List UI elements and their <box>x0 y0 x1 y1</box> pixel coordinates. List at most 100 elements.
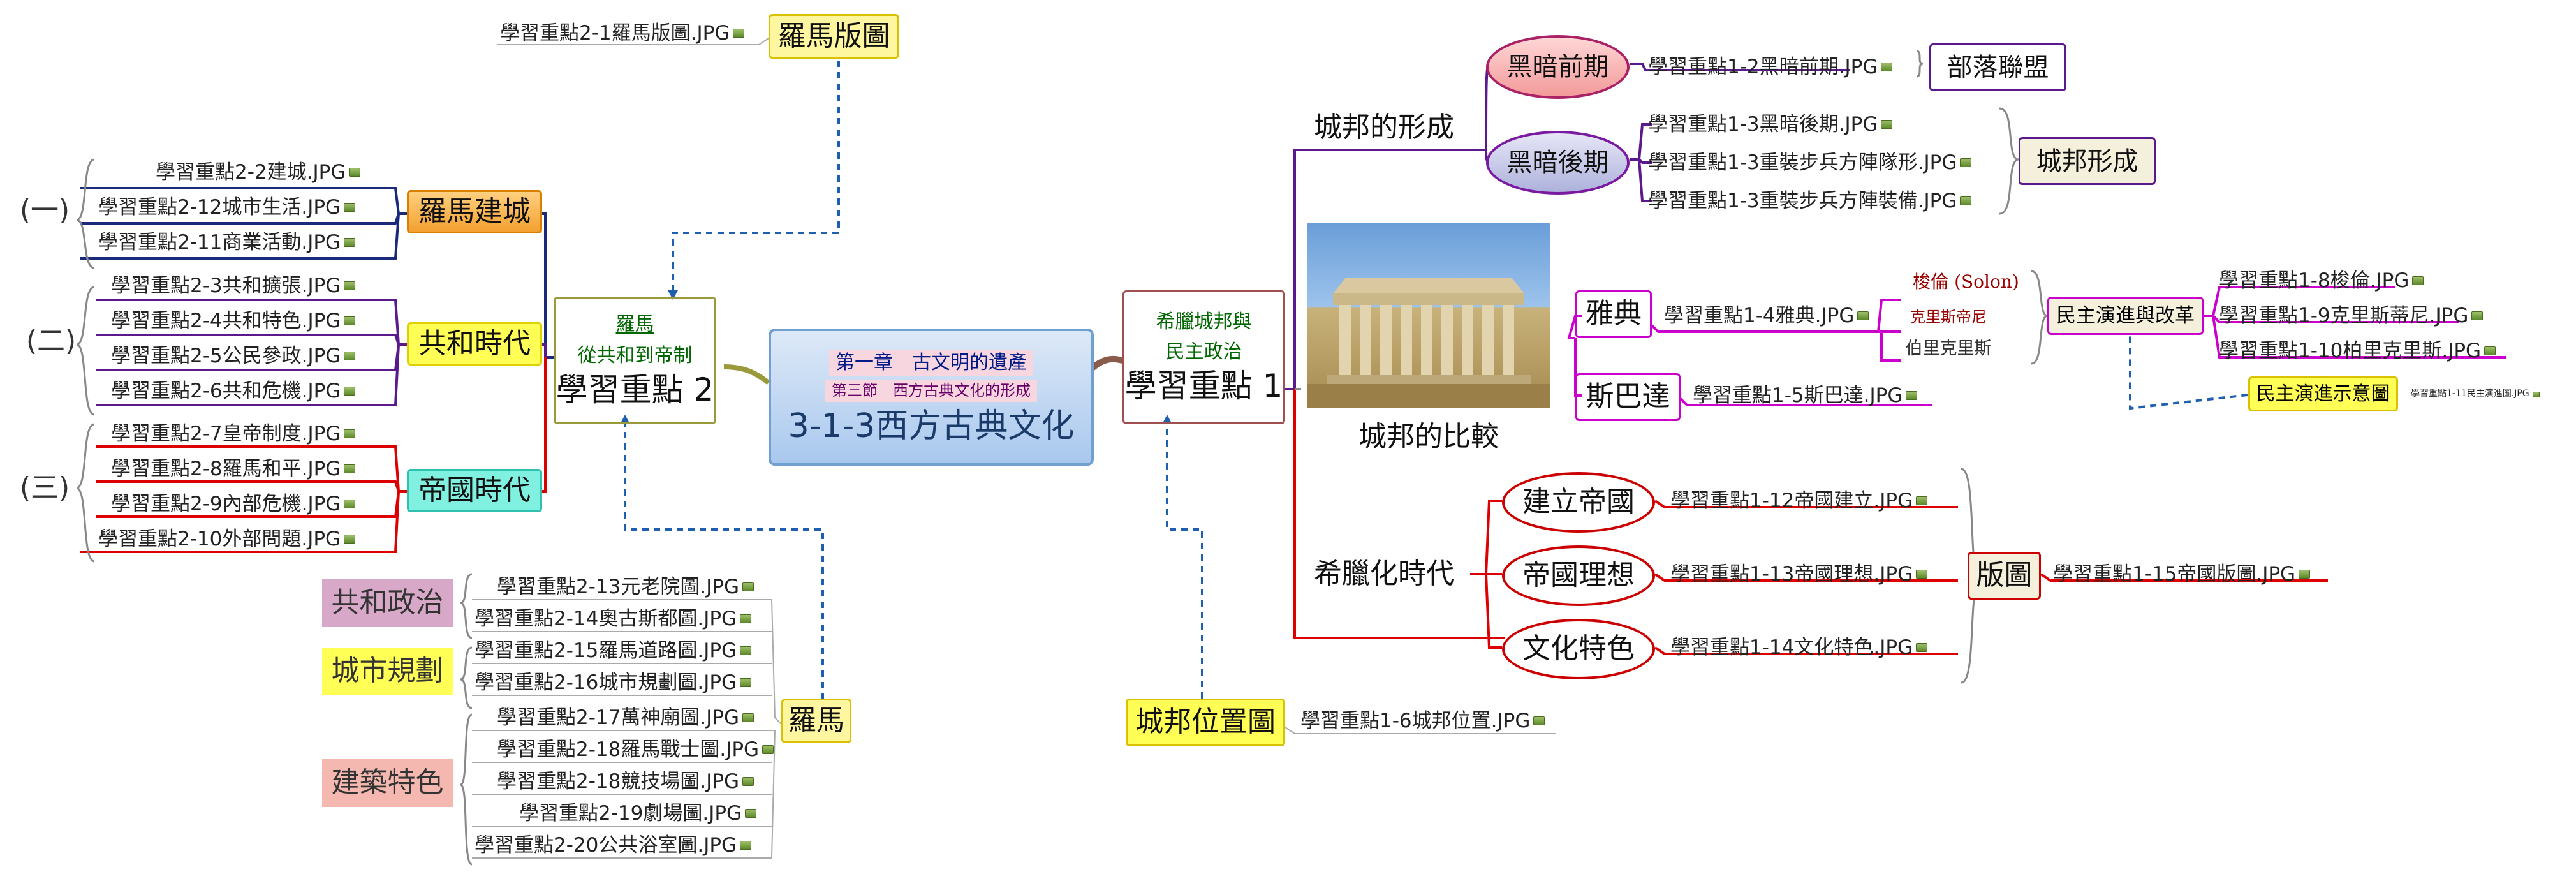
topic-1[interactable]: 希臘城邦與 民主政治 學習重點 1 <box>1122 290 1285 424</box>
empire-ideal-node[interactable]: 帝國理想 <box>1502 545 1655 606</box>
democracy-diagram-box[interactable]: 民主演進示意圖 <box>2248 376 2398 411</box>
leaf-2-5[interactable]: 學習重點2-5公民參政.JPG <box>108 343 395 369</box>
leaf-2-11[interactable]: 學習重點2-11商業活動.JPG <box>96 230 395 255</box>
leaf-2-8[interactable]: 學習重點2-8羅馬和平.JPG <box>108 456 395 482</box>
leaf-2-16[interactable]: 學習重點2-16城市規劃圖.JPG <box>472 670 772 695</box>
leaf-2-15[interactable]: 學習重點2-15羅馬道路圖.JPG <box>472 638 772 663</box>
rome-box[interactable]: 羅馬 <box>781 699 851 743</box>
topic-2[interactable]: 羅馬 從共和到帝制 學習重點 2 <box>554 297 716 424</box>
parthenon-image <box>1307 223 1550 408</box>
leaf-1-8[interactable]: 學習重點1-8梭倫.JPG <box>2216 268 2446 293</box>
city-plan-group-label: 城市規劃 <box>322 648 453 695</box>
leaf-1-15[interactable]: 學習重點1-15帝國版圖.JPG <box>2050 561 2337 587</box>
leaf-2-14[interactable]: 學習重點2-14奧古斯都圖.JPG <box>472 606 772 632</box>
pericles-label[interactable]: 伯里克里斯 <box>1905 339 1992 359</box>
attachment-icon <box>344 464 356 473</box>
leaf-2-3[interactable]: 學習重點2-3共和擴張.JPG <box>108 273 395 299</box>
leaf-1-5[interactable]: 學習重點1-5斯巴達.JPG <box>1690 383 1932 408</box>
attachment-icon <box>742 582 754 591</box>
leaf-2-17[interactable]: 學習重點2-17萬神廟圖.JPG <box>494 705 775 730</box>
territory-box[interactable]: 版圖 <box>1968 552 2041 600</box>
leaf-2-20[interactable]: 學習重點2-20公共浴室圖.JPG <box>472 833 772 858</box>
section-label: 第三節 西方古典文化的形成 <box>825 380 1037 402</box>
bracket-two-label: (二) <box>26 324 77 357</box>
bracket-three-label: (三) <box>19 471 70 504</box>
hellenistic-label[interactable]: 希臘化時代 <box>1314 557 1454 590</box>
attachment-icon <box>1960 158 1972 167</box>
topic1-subtitle-b: 民主政治 <box>1165 340 1242 363</box>
leaf-1-11[interactable]: 學習重點1-11民主演進圖.JPG <box>2411 386 2573 403</box>
attachment-icon <box>740 678 752 687</box>
leaf-1-6[interactable]: 學習重點1-6城邦位置.JPG <box>1298 708 1566 734</box>
republic-box[interactable]: 共和時代 <box>407 322 542 366</box>
leaf-1-14[interactable]: 學習重點1-14文化特色.JPG <box>1668 635 1955 660</box>
athens-box[interactable]: 雅典 <box>1575 290 1652 338</box>
leaf-1-12[interactable]: 學習重點1-12帝國建立.JPG <box>1668 488 1955 514</box>
topic2-subtitle-b: 從共和到帝制 <box>577 344 693 367</box>
attachment-icon <box>1960 196 1972 205</box>
leaf-2-9[interactable]: 學習重點2-9內部危機.JPG <box>108 491 395 517</box>
leaf-1-4[interactable]: 學習重點1-4雅典.JPG <box>1661 303 1878 329</box>
leaf-1-2[interactable]: 學習重點1-2黑暗前期.JPG <box>1645 54 1913 80</box>
chapter-label: 第一章 古文明的遺產 <box>829 350 1033 376</box>
attachment-icon <box>1881 63 1893 71</box>
leaf-2-18a[interactable]: 學習重點2-18羅馬戰士圖.JPG <box>494 737 775 762</box>
central-title: 3-1-3西方古典文化 <box>788 406 1075 445</box>
culture-node[interactable]: 文化特色 <box>1502 619 1655 679</box>
attachment-icon <box>2532 391 2540 397</box>
topic2-subtitle-a: 羅馬 <box>615 313 654 336</box>
attachment-icon <box>2484 346 2496 355</box>
attachment-icon <box>740 841 752 850</box>
leaf-1-3b[interactable]: 學習重點1-3重裝步兵方陣隊形.JPG <box>1645 150 2003 175</box>
leaf-2-4[interactable]: 學習重點2-4共和特色.JPG <box>108 308 395 334</box>
leaf-2-12[interactable]: 學習重點2-12城市生活.JPG <box>96 195 395 220</box>
leaf-2-13[interactable]: 學習重點2-13元老院圖.JPG <box>494 574 775 600</box>
dark-early-node[interactable]: 黑暗前期 <box>1486 35 1630 99</box>
leaf-2-2[interactable]: 學習重點2-2建城.JPG <box>153 159 395 185</box>
attachment-icon <box>344 281 356 290</box>
attachment-icon <box>1881 120 1893 129</box>
leaf-1-13[interactable]: 學習重點1-13帝國理想.JPG <box>1668 561 1955 587</box>
solon-label[interactable]: 梭倫 (Solon) <box>1913 270 2019 292</box>
leaf-2-19[interactable]: 學習重點2-19劇場圖.JPG <box>517 801 775 826</box>
attachment-icon <box>344 203 356 212</box>
dark-late-node[interactable]: 黑暗後期 <box>1486 131 1630 195</box>
topic1-title: 學習重點 1 <box>1124 367 1283 404</box>
central-topic[interactable]: 第一章 古文明的遺產 第三節 西方古典文化的形成 3-1-3西方古典文化 <box>769 329 1094 466</box>
rome-city-box[interactable]: 羅馬建城 <box>407 190 542 233</box>
attachment-icon <box>344 500 356 508</box>
attachment-icon <box>742 713 754 722</box>
attachment-icon <box>1916 643 1928 652</box>
city-comparison-label[interactable]: 城邦的比較 <box>1358 420 1499 453</box>
leaf-1-3a[interactable]: 學習重點1-3黑暗後期.JPG <box>1645 112 1977 137</box>
leaf-2-6[interactable]: 學習重點2-6共和危機.JPG <box>108 378 395 404</box>
attachment-icon <box>1916 570 1928 579</box>
empire-box[interactable]: 帝國時代 <box>407 469 542 512</box>
attachment-icon <box>344 535 356 544</box>
sparta-box[interactable]: 斯巴達 <box>1575 373 1681 421</box>
leaf-2-18b[interactable]: 學習重點2-18競技場圖.JPG <box>494 769 775 794</box>
found-empire-node[interactable]: 建立帝國 <box>1502 472 1655 533</box>
leaf-1-3c[interactable]: 學習重點1-3重裝步兵方陣裝備.JPG <box>1645 188 2003 214</box>
attachment-icon <box>344 352 356 360</box>
leaf-1-10[interactable]: 學習重點1-10柏里克里斯.JPG <box>2216 338 2510 364</box>
tribe-box[interactable]: 部落聯盟 <box>1929 43 2066 91</box>
attachment-icon <box>733 29 745 38</box>
leaf-2-10[interactable]: 學習重點2-10外部問題.JPG <box>96 526 395 552</box>
cleisthenes-label[interactable]: 克里斯帝尼 <box>1910 307 1987 326</box>
reform-box[interactable]: 民主演進與改革 <box>2047 297 2204 335</box>
attachment-icon <box>344 316 356 325</box>
rome-map-box[interactable]: 羅馬版圖 <box>769 14 899 59</box>
city-formation-label[interactable]: 城邦的形成 <box>1314 110 1454 144</box>
leaf-2-7[interactable]: 學習重點2-7皇帝制度.JPG <box>108 421 395 447</box>
leaf-2-1[interactable]: 學習重點2-1羅馬版圖.JPG <box>497 20 765 46</box>
attachment-icon <box>344 387 356 396</box>
city-location-box[interactable]: 城邦位置圖 <box>1126 699 1285 746</box>
topic1-subtitle-a: 希臘城邦與 <box>1156 310 1252 333</box>
attachment-icon <box>344 429 356 438</box>
leaf-1-9[interactable]: 學習重點1-9克里斯蒂尼.JPG <box>2216 303 2484 329</box>
topic2-title: 學習重點 2 <box>556 371 714 408</box>
attachment-icon <box>344 238 356 247</box>
city-form-box[interactable]: 城邦形成 <box>2019 137 2156 185</box>
attachment-icon <box>1916 496 1928 505</box>
